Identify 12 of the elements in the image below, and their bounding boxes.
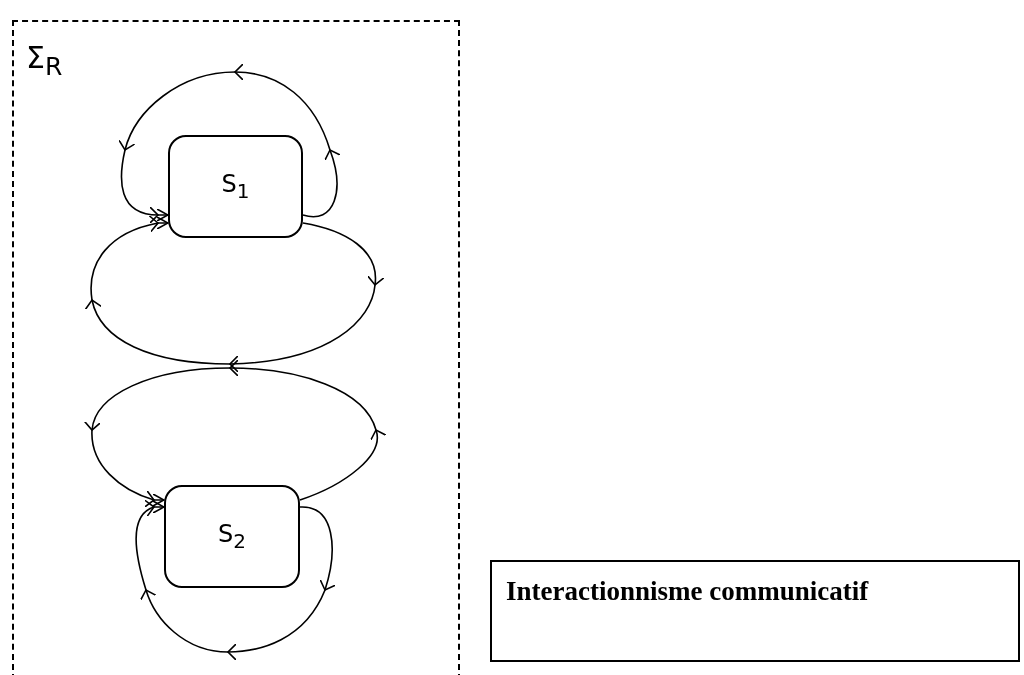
loop-arrow (84, 360, 386, 507)
rounded-box (168, 135, 303, 238)
title-text: Interactionnisme communicatif (506, 576, 869, 606)
rounded-box (164, 485, 300, 588)
node-label: S$_{2}$ (218, 520, 246, 553)
loop-arrow (85, 216, 384, 372)
loop-arrow (119, 64, 340, 223)
node-label: Σ$_{R}$ (26, 40, 63, 81)
node-label: S$_{1}$ (221, 170, 250, 203)
loop-arrow (135, 500, 335, 660)
text-box (490, 560, 1020, 662)
dashed-frame (12, 20, 460, 675)
